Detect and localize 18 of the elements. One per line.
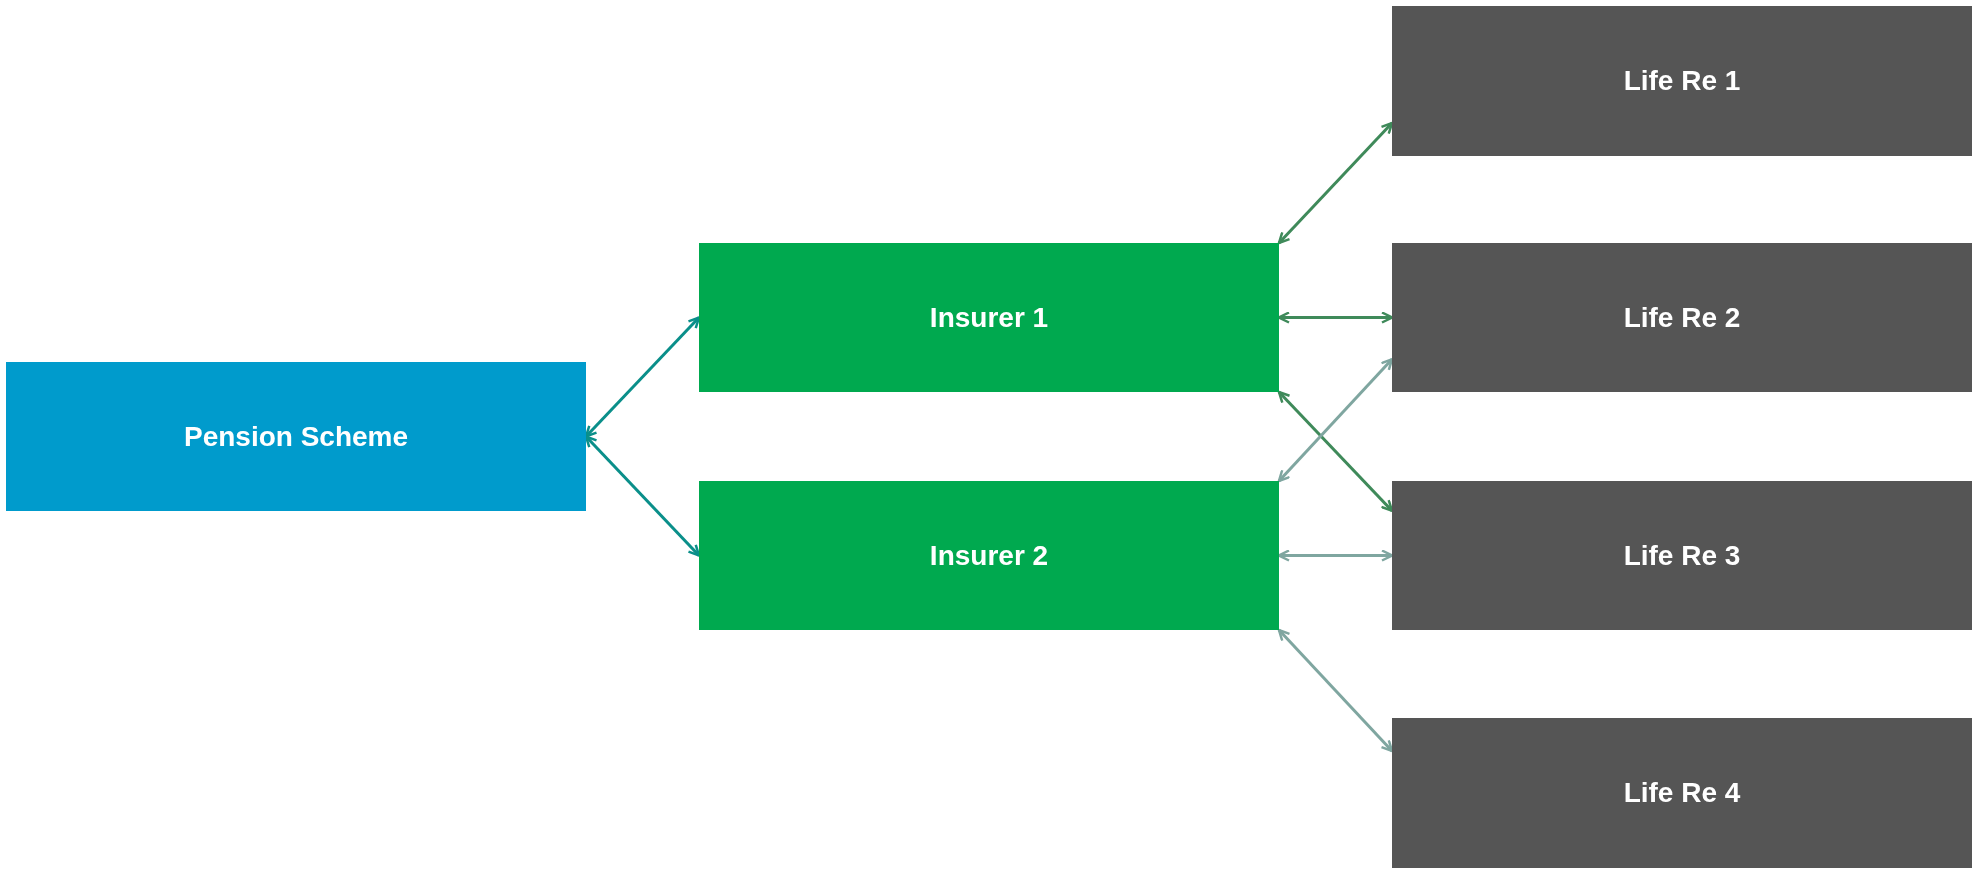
box-label: Pension Scheme	[183, 420, 409, 453]
process-box	[699, 481, 1279, 630]
process-box	[1392, 718, 1972, 868]
double-arrow	[1277, 121, 1394, 245]
box-label: Life Re 4	[1623, 777, 1741, 809]
process-box	[1392, 243, 1972, 392]
double-arrow	[1277, 357, 1394, 483]
box-label: Life Re 3	[1623, 539, 1741, 572]
box-label: Insurer 1	[929, 301, 1049, 334]
process-box	[1392, 481, 1972, 630]
box-label: Life Re 2	[1623, 301, 1741, 334]
double-arrow	[1277, 390, 1394, 513]
process-box	[699, 243, 1279, 392]
box-label: Life Re 1	[1623, 65, 1741, 97]
process-box	[1392, 6, 1972, 156]
process-box	[6, 362, 586, 511]
box-label: Insurer 2	[929, 539, 1049, 572]
double-arrow	[1277, 628, 1394, 753]
